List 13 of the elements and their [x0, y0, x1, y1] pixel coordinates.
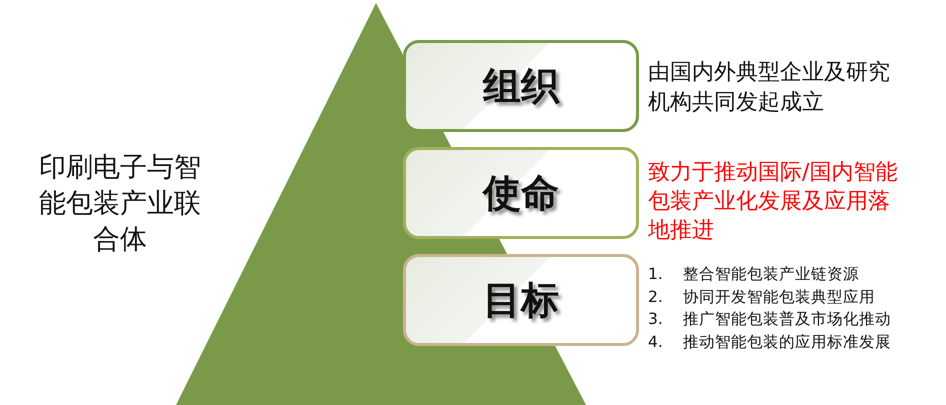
list-item: 3. 推广智能包装普及市场化推动: [648, 309, 892, 330]
label-box: [403, 40, 639, 132]
title: 印刷电子与智能包装产业联合体: [38, 151, 202, 257]
label-box: [403, 147, 639, 239]
box-heading: 使命: [483, 170, 559, 216]
box-heading: 目标: [483, 276, 559, 324]
list-item: 2. 协同开发智能包装典型应用: [648, 286, 876, 308]
list-item: 1. 整合智能包装产业链资源: [648, 264, 860, 285]
description-text: 由国内外典型企业及研究机构共同发起成立: [648, 60, 890, 115]
box-heading: 组织: [483, 62, 559, 110]
list-item: 4. 推动智能包装的应用标准发展: [648, 332, 892, 352]
label-box: [403, 254, 639, 346]
description-text: 致力于推动国际/国内智能包装产业化发展及应用落地推进: [648, 160, 898, 243]
